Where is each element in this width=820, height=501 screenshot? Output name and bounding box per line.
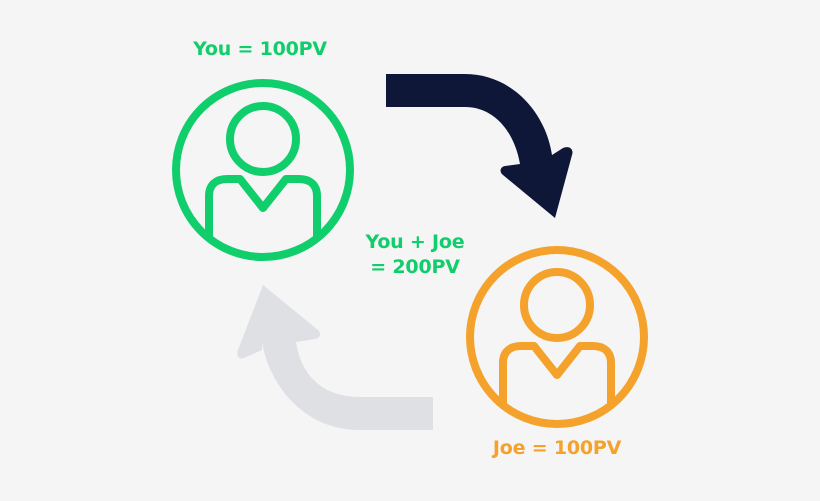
return-arrow-icon <box>237 285 433 430</box>
joe-pv-label: Joe = 100PV <box>492 437 622 459</box>
combined-pv-line2: = 200PV <box>370 256 460 278</box>
you-pv-label: You = 100PV <box>193 38 327 60</box>
joe-user-icon <box>466 246 648 428</box>
combined-pv-line1: You + Joe <box>365 231 465 253</box>
forward-arrow-icon <box>386 74 573 218</box>
combined-pv-label: You + Joe = 200PV <box>340 230 490 280</box>
you-user-icon <box>172 79 354 261</box>
